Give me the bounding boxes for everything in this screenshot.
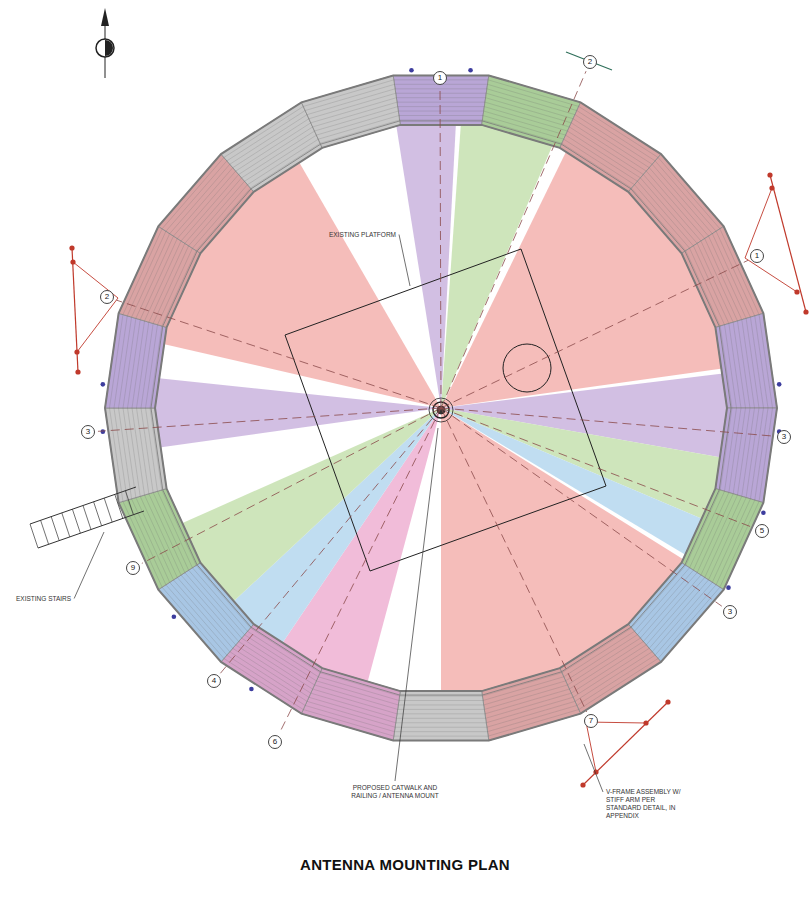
callout-number: 9 — [126, 561, 140, 575]
antenna-marker — [726, 585, 731, 590]
antenna-marker — [101, 429, 106, 434]
callout-number: 7 — [584, 714, 598, 728]
stair-tread — [115, 494, 123, 518]
sector-centerlines — [98, 71, 774, 733]
callout-number: 2 — [100, 290, 114, 304]
v-frame-strut — [745, 258, 797, 292]
antenna-marker — [409, 68, 414, 73]
callout-number: 3 — [777, 430, 791, 444]
sector-centerline — [279, 408, 441, 733]
v-frame-assembly — [745, 172, 809, 314]
v-frame-assembly — [69, 245, 118, 374]
leader-group — [74, 235, 603, 793]
stair-tread — [41, 520, 49, 544]
grating-line — [110, 80, 773, 736]
sector-centerline — [441, 260, 748, 408]
stair-tread — [51, 517, 59, 541]
antenna-marker — [769, 185, 774, 190]
coverage-sector — [441, 151, 724, 408]
catwalk-segment — [393, 691, 489, 740]
stair-tread — [30, 524, 38, 548]
v-frame-strut — [77, 298, 118, 352]
antenna-marker — [777, 382, 782, 387]
north-head — [101, 8, 109, 26]
callout-number: 2 — [583, 55, 597, 69]
sector-centerline — [116, 300, 441, 408]
callout-number: 1 — [433, 71, 447, 85]
sector-centerline — [441, 408, 753, 527]
leader-line — [399, 235, 410, 287]
sector-centerline — [440, 88, 442, 408]
sector-centerline — [441, 408, 774, 436]
antenna-marker — [761, 510, 766, 515]
leader-line — [584, 744, 603, 792]
stiff-arm — [583, 702, 668, 785]
sector-centerline — [98, 408, 441, 431]
antenna-marker — [74, 349, 79, 354]
callout-number: 5 — [755, 524, 769, 538]
catwalk-segment — [301, 75, 400, 147]
antenna-marker — [249, 687, 254, 692]
stiff-arm — [770, 175, 806, 312]
stair-tread — [125, 491, 133, 515]
antenna-marker — [69, 245, 74, 250]
v-frame-strut — [586, 722, 596, 772]
leader-line — [395, 428, 438, 781]
existing-stairs — [30, 487, 144, 548]
callout-number: 3 — [723, 605, 737, 619]
sector-centerline — [142, 408, 441, 563]
antenna-marker — [75, 369, 80, 374]
stair-tread — [94, 502, 102, 526]
diagram-title: ANTENNA MOUNTING PLAN — [0, 856, 810, 873]
antenna-marker — [794, 289, 799, 294]
v-frame-group — [69, 172, 808, 787]
antenna-group — [101, 68, 782, 691]
leader-label: EXISTING STAIRS — [16, 595, 106, 603]
antenna-marker — [468, 68, 473, 73]
compass-fill — [105, 40, 113, 56]
sector-centerline — [441, 71, 586, 408]
callout-number: 6 — [268, 735, 282, 749]
v-frame-assembly — [580, 699, 670, 787]
callout-number: 1 — [750, 249, 764, 263]
antenna-pipe — [566, 52, 612, 70]
north-arrow — [96, 8, 114, 78]
antenna-marker — [580, 782, 585, 787]
callout-number: 4 — [207, 674, 221, 688]
sector-centerline — [220, 408, 441, 673]
antenna-marker — [665, 699, 670, 704]
antenna-marker — [101, 382, 106, 387]
catwalk-segment — [560, 624, 661, 713]
antenna-marker — [767, 172, 772, 177]
sector-centerline — [441, 408, 587, 712]
stair-tread — [62, 513, 70, 537]
sector-centerline — [441, 408, 722, 606]
leader-label: EXISTING PLATFORM — [300, 231, 396, 239]
leader-label: V-FRAME ASSEMBLY W/ STIFF ARM PER STANDA… — [606, 788, 688, 821]
grating-line — [114, 84, 768, 731]
stair-tread — [83, 506, 91, 530]
antenna-marker — [172, 614, 177, 619]
catwalk-edge — [105, 75, 777, 740]
catwalk-segment — [221, 102, 322, 191]
v-frame-strut — [745, 188, 772, 258]
catwalk-segment — [482, 668, 581, 740]
leader-label: PROPOSED CATWALK AND RAILING / ANTENNA M… — [345, 784, 445, 800]
antenna-marker — [70, 259, 75, 264]
leader-line — [74, 532, 104, 599]
antenna-marker — [803, 309, 808, 314]
antenna-marker — [643, 720, 648, 725]
compass-ring — [96, 39, 114, 57]
platform-hatch — [503, 344, 551, 392]
catwalk-ring — [105, 75, 777, 740]
stair-tread — [104, 498, 112, 522]
stair-tread — [72, 509, 80, 533]
callout-number: 3 — [81, 425, 95, 439]
